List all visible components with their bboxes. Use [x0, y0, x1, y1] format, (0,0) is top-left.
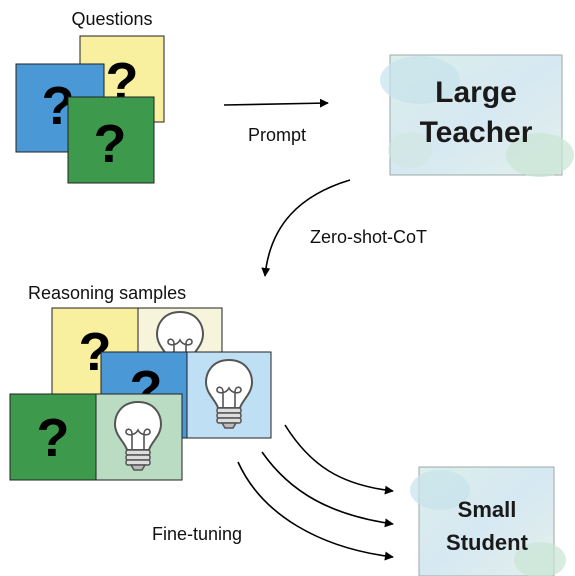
fine-tuning-arrow-2: [261, 451, 394, 528]
prompt-arrow: [223, 98, 329, 108]
student-line1: Small: [458, 497, 517, 522]
small-student-box: Small Student: [410, 466, 566, 576]
student-line2: Student: [446, 530, 529, 555]
teacher-line1: Large: [435, 76, 517, 109]
teacher-line2: Teacher: [420, 116, 533, 149]
fine-tuning-label: Fine-tuning: [152, 524, 242, 544]
question-mark-icon: ?: [94, 114, 127, 174]
fine-tuning-arrow-3: [237, 461, 394, 561]
zero-shot-cot-label: Zero-shot-CoT: [310, 227, 427, 247]
reasoning-samples-label: Reasoning samples: [28, 283, 186, 303]
question-mark-icon: ?: [37, 408, 70, 468]
zero-shot-cot-arrow: [261, 179, 351, 277]
reasoning-sample-green: ?: [9, 393, 183, 481]
fine-tuning-arrow-1: [284, 424, 394, 495]
questions-label: Questions: [71, 9, 152, 29]
question-card-green: ?: [67, 96, 155, 184]
prompt-label: Prompt: [248, 125, 306, 145]
large-teacher-box: Large Teacher: [380, 54, 574, 177]
